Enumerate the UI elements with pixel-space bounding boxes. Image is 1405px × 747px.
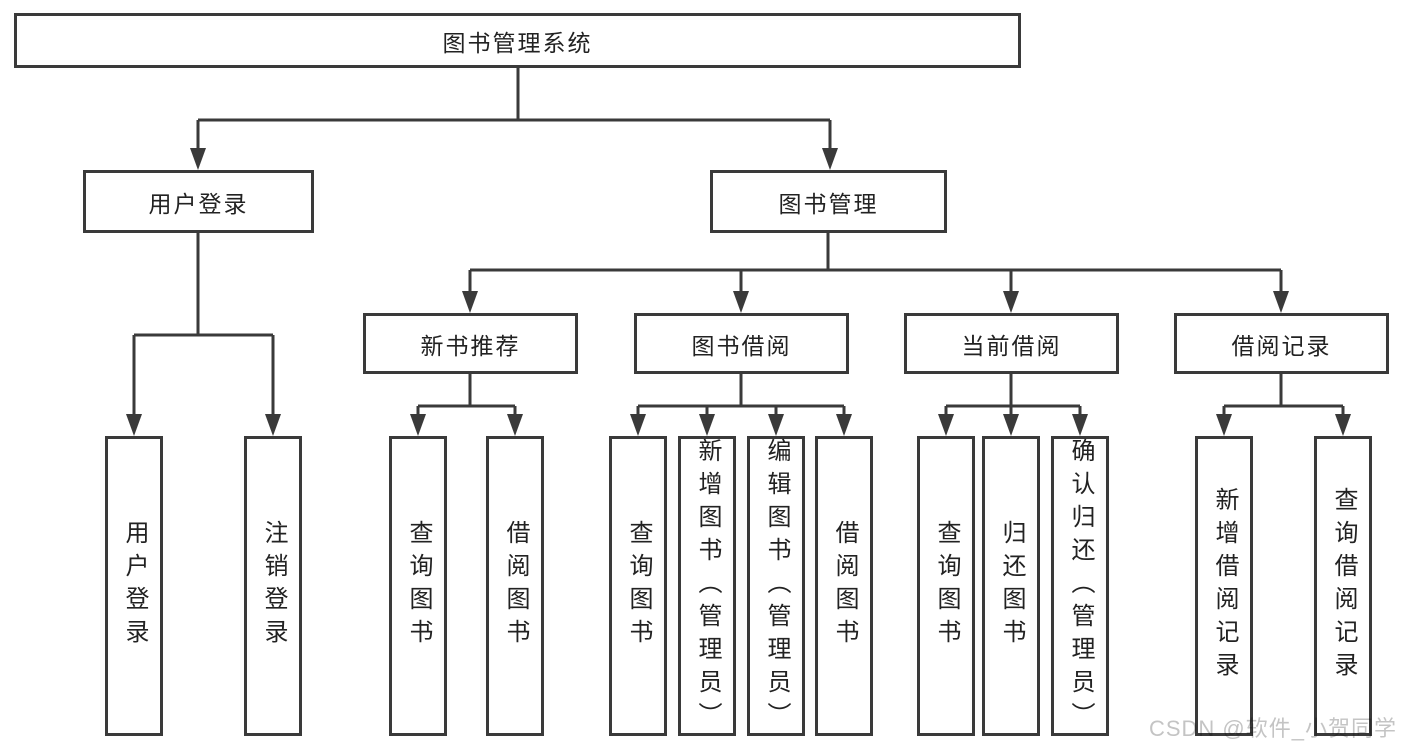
leaf-query-books-current: 查询图书 [917,436,975,736]
node-user-login: 用户登录 [83,170,314,233]
arrow-down-icon [836,414,852,436]
leaf-label: 新增图书（管理员） [694,437,721,735]
arrow-down-icon [126,414,142,436]
leaf-label: 查询借阅记录 [1330,487,1357,685]
leaf-borrow-books: 借阅图书 [815,436,873,736]
leaf-label: 确认归还（管理员） [1067,437,1094,735]
arrow-down-icon [768,414,784,436]
leaf-add-borrow-record: 新增借阅记录 [1195,436,1253,736]
leaf-label: 借阅图书 [502,520,529,652]
node-book-management: 图书管理 [710,170,947,233]
connector-lines [132,68,1345,418]
leaf-label: 借阅图书 [831,520,858,652]
arrow-down-icon [507,414,523,436]
leaf-label: 编辑图书（管理员） [763,437,790,735]
leaf-query-books-recommend: 查询图书 [389,436,447,736]
leaf-label: 查询图书 [933,520,960,652]
arrow-down-icon [1335,414,1351,436]
leaf-return-books: 归还图书 [982,436,1040,736]
leaf-query-borrow-record: 查询借阅记录 [1314,436,1372,736]
arrow-down-icon [1273,291,1289,313]
arrow-down-icon [733,291,749,313]
leaf-label: 新增借阅记录 [1211,487,1238,685]
arrowhead-icons [126,148,1351,436]
node-borrowing-records: 借阅记录 [1174,313,1389,374]
leaf-edit-books-admin: 编辑图书（管理员） [747,436,805,736]
leaf-user-login: 用户登录 [105,436,163,736]
leaf-label: 注销登录 [260,520,287,652]
node-book-borrowing: 图书借阅 [634,313,849,374]
leaf-confirm-return-admin: 确认归还（管理员） [1051,436,1109,736]
node-new-book-recommendation: 新书推荐 [363,313,578,374]
arrow-down-icon [1216,414,1232,436]
csdn-watermark: CSDN @软件_小贺同学 [1148,716,1397,741]
leaf-label: 查询图书 [625,520,652,652]
arrow-down-icon [1072,414,1088,436]
leaf-logout: 注销登录 [244,436,302,736]
leaf-borrow-books-recommend: 借阅图书 [486,436,544,736]
arrow-down-icon [410,414,426,436]
node-current-borrowing: 当前借阅 [904,313,1119,374]
arrow-down-icon [265,414,281,436]
arrow-down-icon [1003,291,1019,313]
arrow-down-icon [462,291,478,313]
arrow-down-icon [822,148,838,170]
leaf-query-books-borrowing: 查询图书 [609,436,667,736]
arrow-down-icon [699,414,715,436]
leaf-label: 归还图书 [998,520,1025,652]
node-library-management-system: 图书管理系统 [14,13,1021,68]
arrow-down-icon [1003,414,1019,436]
arrow-down-icon [630,414,646,436]
leaf-label: 查询图书 [405,520,432,652]
arrow-down-icon [190,148,206,170]
arrow-down-icon [938,414,954,436]
leaf-label: 用户登录 [121,520,148,652]
leaf-add-books-admin: 新增图书（管理员） [678,436,736,736]
